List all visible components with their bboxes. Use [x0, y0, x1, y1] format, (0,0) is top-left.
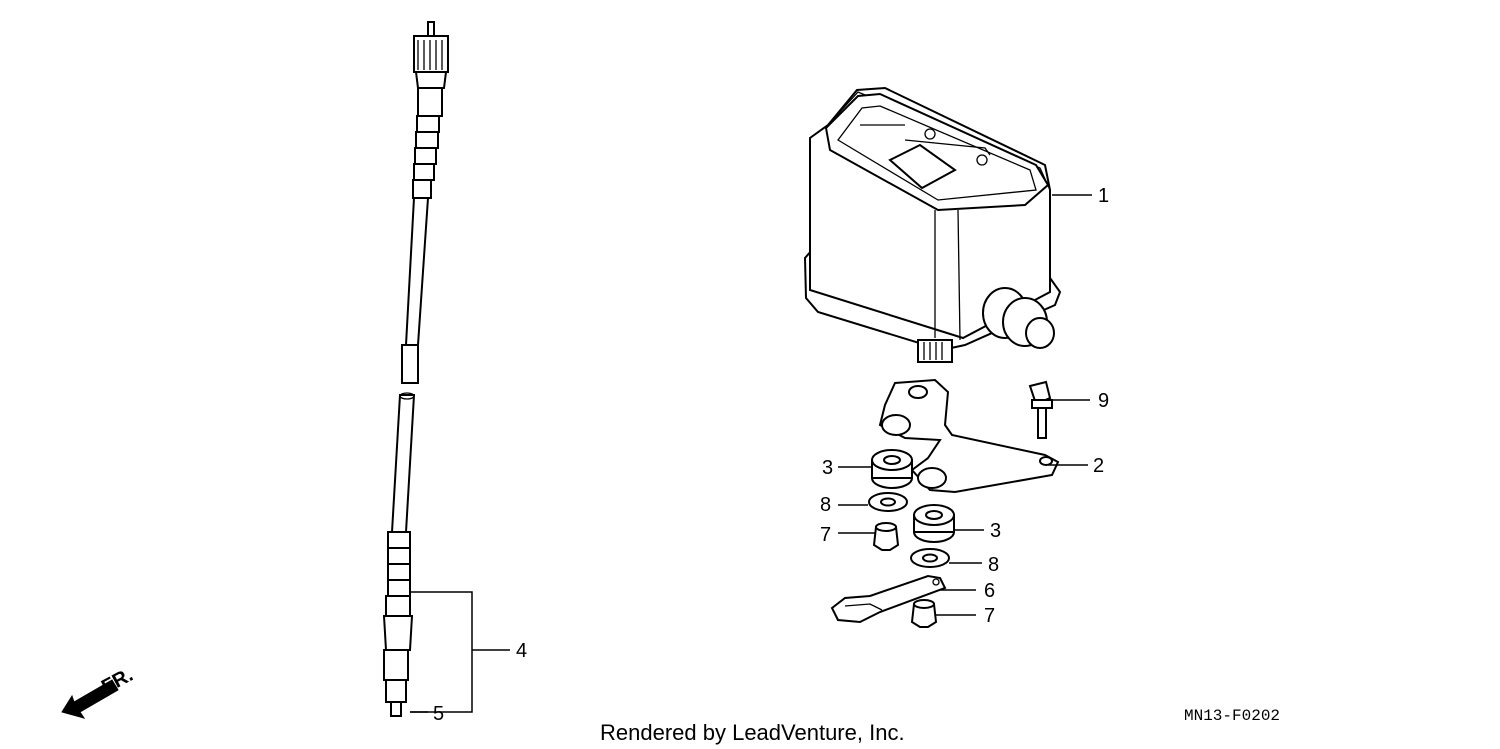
- cable-clamp: [830, 574, 947, 624]
- bolt: [1028, 380, 1053, 439]
- direction-arrow-icon: [61, 679, 119, 719]
- speedometer-cable-upper: [401, 21, 449, 384]
- grommet-lower: [913, 504, 955, 543]
- grommet-upper: [871, 449, 913, 489]
- speedometer-cable-lower: [382, 392, 416, 717]
- cap-nut-lower: [910, 599, 938, 628]
- callout-2: 2: [1093, 455, 1104, 477]
- callout-9: 9: [1098, 390, 1109, 412]
- callout-4: 4: [516, 640, 527, 662]
- callout-1: 1: [1098, 185, 1109, 207]
- washer-lower: [910, 548, 950, 568]
- callout-7-lower: 7: [984, 605, 995, 627]
- callout-7-upper: 7: [820, 524, 831, 546]
- callout-8-upper: 8: [820, 494, 831, 516]
- callout-3-lower: 3: [990, 520, 1001, 542]
- callout-6: 6: [984, 580, 995, 602]
- diagram-code: MN13-F0202: [1184, 707, 1280, 725]
- washer-upper: [868, 492, 908, 512]
- meter-stay: [878, 378, 1060, 494]
- callout-3-upper: 3: [822, 457, 833, 479]
- callout-5: 5: [433, 703, 444, 725]
- speedometer-assembly: [803, 86, 1062, 363]
- callout-8-lower: 8: [988, 554, 999, 576]
- cap-nut-upper: [872, 522, 900, 551]
- rendered-by-credit: Rendered by LeadVenture, Inc.: [600, 720, 905, 745]
